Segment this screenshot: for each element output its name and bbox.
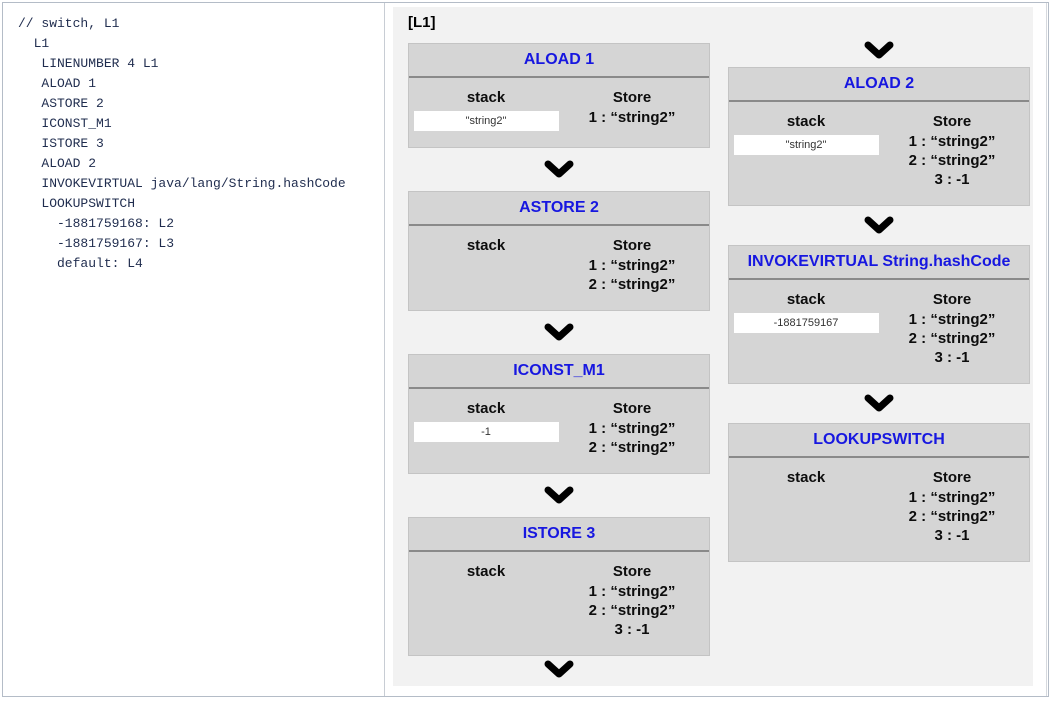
store-entry: 1 : “string2” — [588, 583, 676, 600]
store-column: Store 1 : “string2” 2 : “string2” 3 : -1 — [879, 290, 1025, 367]
instruction-card: LOOKUPSWITCH stack Store 1 : “string2” 2 … — [728, 423, 1030, 562]
instruction-title: ASTORE 2 — [409, 192, 709, 226]
flow-column: ALOAD 2 stack "string2" Store 1 : “strin… — [728, 33, 1030, 562]
bytecode-source-panel: // switch, L1 L1 LINENUMBER 4 L1 ALOAD 1… — [2, 2, 385, 696]
stack-column: stack "string2" — [413, 88, 559, 131]
store-entry: 2 : “string2” — [908, 508, 996, 525]
store-column: Store 1 : “string2” 2 : “string2” 3 : -1 — [879, 112, 1025, 189]
instruction-card: ICONST_M1 stack -1 Store 1 : “string2” 2 … — [408, 354, 710, 474]
block-label: [L1] — [408, 14, 436, 31]
instruction-state: stack "string2" Store 1 : “string2” — [409, 78, 709, 147]
stack-label: stack — [466, 89, 506, 106]
flow-column: ALOAD 1 stack "string2" Store 1 : “strin… — [408, 43, 710, 682]
stack-column: stack — [413, 236, 559, 294]
instruction-state: stack Store 1 : “string2” 2 : “string2” 3 … — [729, 458, 1029, 561]
chevron-down-icon — [408, 474, 710, 517]
instruction-state: stack Store 1 : “string2” 2 : “string2” — [409, 226, 709, 310]
store-entry: 2 : “string2” — [908, 152, 996, 169]
stack-label: stack — [466, 563, 506, 580]
store-entry: 3 : -1 — [934, 527, 970, 544]
store-label: Store — [932, 113, 972, 130]
store-column: Store 1 : “string2” 2 : “string2” 3 : -1 — [559, 562, 705, 639]
store-entries: 1 : “string2” 2 : “string2” — [559, 256, 705, 294]
chevron-down-icon — [728, 33, 1030, 67]
chevron-down-icon — [728, 384, 1030, 423]
instruction-state: stack -1 Store 1 : “string2” 2 : “string2… — [409, 389, 709, 473]
instruction-title: ISTORE 3 — [409, 518, 709, 552]
chevron-down-icon — [408, 311, 710, 354]
store-label: Store — [612, 400, 652, 417]
store-entry: 3 : -1 — [614, 621, 650, 638]
instruction-title: ALOAD 1 — [409, 44, 709, 78]
stack-value-box: "string2" — [733, 135, 879, 155]
instruction-card: ASTORE 2 stack Store 1 : “string2” 2 : “s… — [408, 191, 710, 311]
store-entry: 1 : “string2” — [588, 257, 676, 274]
instruction-card: ALOAD 1 stack "string2" Store 1 : “strin… — [408, 43, 710, 148]
store-entries: 1 : “string2” 2 : “string2” 3 : -1 — [559, 582, 705, 639]
store-entry: 1 : “string2” — [908, 489, 996, 506]
chevron-down-icon — [408, 656, 710, 682]
stack-column: stack -1881759167 — [733, 290, 879, 367]
store-column: Store 1 : “string2” 2 : “string2” 3 : -1 — [879, 468, 1025, 545]
stack-value-box: -1 — [413, 422, 559, 442]
instruction-title: LOOKUPSWITCH — [729, 424, 1029, 458]
store-entries: 1 : “string2” 2 : “string2” 3 : -1 — [879, 132, 1025, 189]
stack-column: stack "string2" — [733, 112, 879, 189]
store-entries: 1 : “string2” — [559, 108, 705, 127]
instruction-card: ALOAD 2 stack "string2" Store 1 : “strin… — [728, 67, 1030, 206]
flow-canvas: [L1] ALOAD 1 stack "string2" Store 1 : “… — [393, 7, 1033, 686]
store-entries: 1 : “string2” 2 : “string2” 3 : -1 — [879, 310, 1025, 367]
store-entry: 3 : -1 — [934, 171, 970, 188]
store-label: Store — [612, 237, 652, 254]
instruction-state: stack Store 1 : “string2” 2 : “string2” 3 … — [409, 552, 709, 655]
store-entry: 2 : “string2” — [588, 439, 676, 456]
store-entry: 1 : “string2” — [908, 311, 996, 328]
store-entry: 2 : “string2” — [588, 276, 676, 293]
store-entries: 1 : “string2” 2 : “string2” — [559, 419, 705, 457]
bytecode-listing: // switch, L1 L1 LINENUMBER 4 L1 ALOAD 1… — [18, 16, 346, 271]
stack-column: stack — [413, 562, 559, 639]
instruction-title: ICONST_M1 — [409, 355, 709, 389]
stack-label: stack — [786, 469, 826, 486]
stack-column: stack — [733, 468, 879, 545]
execution-flow-panel: [L1] ALOAD 1 stack "string2" Store 1 : “… — [386, 3, 1047, 696]
store-column: Store 1 : “string2” 2 : “string2” — [559, 236, 705, 294]
stack-value-box: -1881759167 — [733, 313, 879, 333]
chevron-down-icon — [728, 206, 1030, 245]
store-label: Store — [612, 89, 652, 106]
instruction-card: ISTORE 3 stack Store 1 : “string2” 2 : “s… — [408, 517, 710, 656]
store-entries: 1 : “string2” 2 : “string2” 3 : -1 — [879, 488, 1025, 545]
chevron-down-icon — [408, 148, 710, 191]
store-label: Store — [932, 469, 972, 486]
stack-label: stack — [786, 291, 826, 308]
store-column: Store 1 : “string2” 2 : “string2” — [559, 399, 705, 457]
instruction-state: stack -1881759167 Store 1 : “string2” 2 :… — [729, 280, 1029, 383]
stack-column: stack -1 — [413, 399, 559, 457]
instruction-title: ALOAD 2 — [729, 68, 1029, 102]
store-entry: 2 : “string2” — [908, 330, 996, 347]
store-label: Store — [932, 291, 972, 308]
store-entry: 2 : “string2” — [588, 602, 676, 619]
stack-label: stack — [466, 400, 506, 417]
store-entry: 3 : -1 — [934, 349, 970, 366]
instruction-card: INVOKEVIRTUAL String.hashCode stack -188… — [728, 245, 1030, 384]
instruction-title: INVOKEVIRTUAL String.hashCode — [729, 246, 1029, 280]
store-entry: 1 : “string2” — [908, 133, 996, 150]
store-column: Store 1 : “string2” — [559, 88, 705, 131]
store-entry: 1 : “string2” — [588, 420, 676, 437]
stack-label: stack — [786, 113, 826, 130]
instruction-state: stack "string2" Store 1 : “string2” 2 : “… — [729, 102, 1029, 205]
stack-label: stack — [466, 237, 506, 254]
store-entry: 1 : “string2” — [588, 109, 676, 126]
store-label: Store — [612, 563, 652, 580]
stack-value-box: "string2" — [413, 111, 559, 131]
